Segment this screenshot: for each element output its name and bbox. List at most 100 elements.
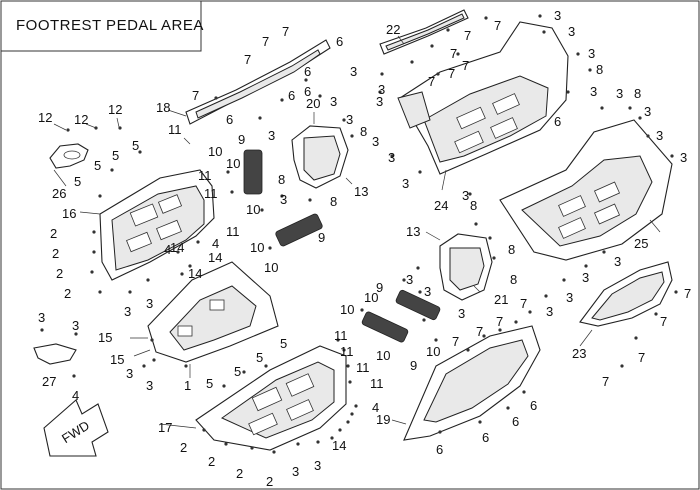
part-9-pedal-lower-a xyxy=(395,289,441,321)
callout-9: 9 xyxy=(410,358,417,373)
callout-8: 8 xyxy=(360,124,367,139)
callout-7: 7 xyxy=(660,314,667,329)
callout-labels: 1 2 2 2 2 2 2 2 2 3 3 3 3 3 3 3 3 3 3 3 … xyxy=(38,8,691,489)
callout-21: 21 xyxy=(494,292,508,307)
callout-8: 8 xyxy=(510,272,517,287)
callout-2: 2 xyxy=(236,466,243,481)
callout-23: 23 xyxy=(572,346,586,361)
callout-10: 10 xyxy=(250,240,264,255)
callout-3: 3 xyxy=(292,464,299,479)
callout-12: 12 xyxy=(74,112,88,127)
callout-6: 6 xyxy=(482,430,489,445)
part-21-right-heel-pad xyxy=(439,233,493,301)
callout-2: 2 xyxy=(50,226,57,241)
callout-10: 10 xyxy=(264,260,278,275)
callout-7: 7 xyxy=(244,52,251,67)
callout-5: 5 xyxy=(280,336,287,351)
callout-25: 25 xyxy=(634,236,648,251)
callout-3: 3 xyxy=(588,46,595,61)
callout-3: 3 xyxy=(582,270,589,285)
callout-18: 18 xyxy=(156,100,170,115)
callout-3: 3 xyxy=(314,458,321,473)
callout-5: 5 xyxy=(132,138,139,153)
callout-7: 7 xyxy=(282,24,289,39)
part-22-top-rail xyxy=(379,9,469,55)
callout-13: 13 xyxy=(354,184,368,199)
callout-4: 4 xyxy=(164,242,171,257)
callout-7: 7 xyxy=(494,18,501,33)
callout-15: 15 xyxy=(98,330,112,345)
callout-9: 9 xyxy=(238,132,245,147)
callout-3: 3 xyxy=(656,128,663,143)
callout-5: 5 xyxy=(74,174,81,189)
callout-8: 8 xyxy=(634,86,641,101)
callout-17: 17 xyxy=(158,420,172,435)
part-18-side-rail xyxy=(185,39,331,125)
callout-24: 24 xyxy=(434,198,448,213)
part-16-left-panel xyxy=(99,169,215,281)
callout-12: 12 xyxy=(108,102,122,117)
callout-8: 8 xyxy=(508,242,515,257)
callout-5: 5 xyxy=(234,364,241,379)
callout-8: 8 xyxy=(278,172,285,187)
callout-6: 6 xyxy=(304,84,311,99)
callout-10: 10 xyxy=(376,348,390,363)
callout-19: 19 xyxy=(376,412,390,427)
callout-2: 2 xyxy=(208,454,215,469)
callout-7: 7 xyxy=(452,334,459,349)
callout-6: 6 xyxy=(288,88,295,103)
callout-11: 11 xyxy=(356,360,370,375)
callout-14: 14 xyxy=(188,266,202,281)
part-23-side-guard xyxy=(579,261,673,327)
callout-10: 10 xyxy=(208,144,222,159)
callout-10: 10 xyxy=(426,344,440,359)
callout-6: 6 xyxy=(554,114,561,129)
callout-5: 5 xyxy=(94,158,101,173)
callout-4: 4 xyxy=(212,236,219,251)
callout-5: 5 xyxy=(256,350,263,365)
callout-3: 3 xyxy=(126,366,133,381)
callout-6: 6 xyxy=(512,414,519,429)
callout-14: 14 xyxy=(332,438,346,453)
callout-7: 7 xyxy=(448,66,455,81)
callout-10: 10 xyxy=(340,302,354,317)
callout-3: 3 xyxy=(644,104,651,119)
callout-7: 7 xyxy=(462,58,469,73)
callout-4: 4 xyxy=(372,400,379,415)
callout-8: 8 xyxy=(596,62,603,77)
callout-27: 27 xyxy=(42,374,56,389)
part-17-left-floor xyxy=(195,345,347,451)
callout-26: 26 xyxy=(52,186,66,201)
callout-6: 6 xyxy=(226,112,233,127)
callout-7: 7 xyxy=(428,74,435,89)
callout-2: 2 xyxy=(266,474,273,489)
part-25-right-footwell xyxy=(499,119,673,261)
callout-2: 2 xyxy=(52,246,59,261)
callout-1: 1 xyxy=(184,378,191,393)
title-box xyxy=(0,0,202,52)
callout-3: 3 xyxy=(38,310,45,325)
callout-11: 11 xyxy=(198,168,212,183)
callout-12: 12 xyxy=(38,110,52,125)
part-1-center-bracket xyxy=(147,261,279,363)
callout-11: 11 xyxy=(168,122,182,137)
callout-3: 3 xyxy=(424,284,431,299)
callout-5: 5 xyxy=(112,148,119,163)
leader-lines xyxy=(53,35,661,429)
callout-9: 9 xyxy=(376,280,383,295)
callout-6: 6 xyxy=(304,64,311,79)
callout-6: 6 xyxy=(436,442,443,457)
callout-7: 7 xyxy=(638,350,645,365)
part-26-bracket xyxy=(49,143,89,169)
callout-2: 2 xyxy=(64,286,71,301)
callout-10: 10 xyxy=(226,156,240,171)
callout-7: 7 xyxy=(262,34,269,49)
callout-11: 11 xyxy=(370,376,384,391)
part-9-pedal-upper-b xyxy=(275,213,323,247)
part-19-right-floor xyxy=(403,325,541,441)
callout-3: 3 xyxy=(590,84,597,99)
callout-11: 11 xyxy=(334,328,348,343)
callout-10: 10 xyxy=(246,202,260,217)
callout-15: 15 xyxy=(110,352,124,367)
